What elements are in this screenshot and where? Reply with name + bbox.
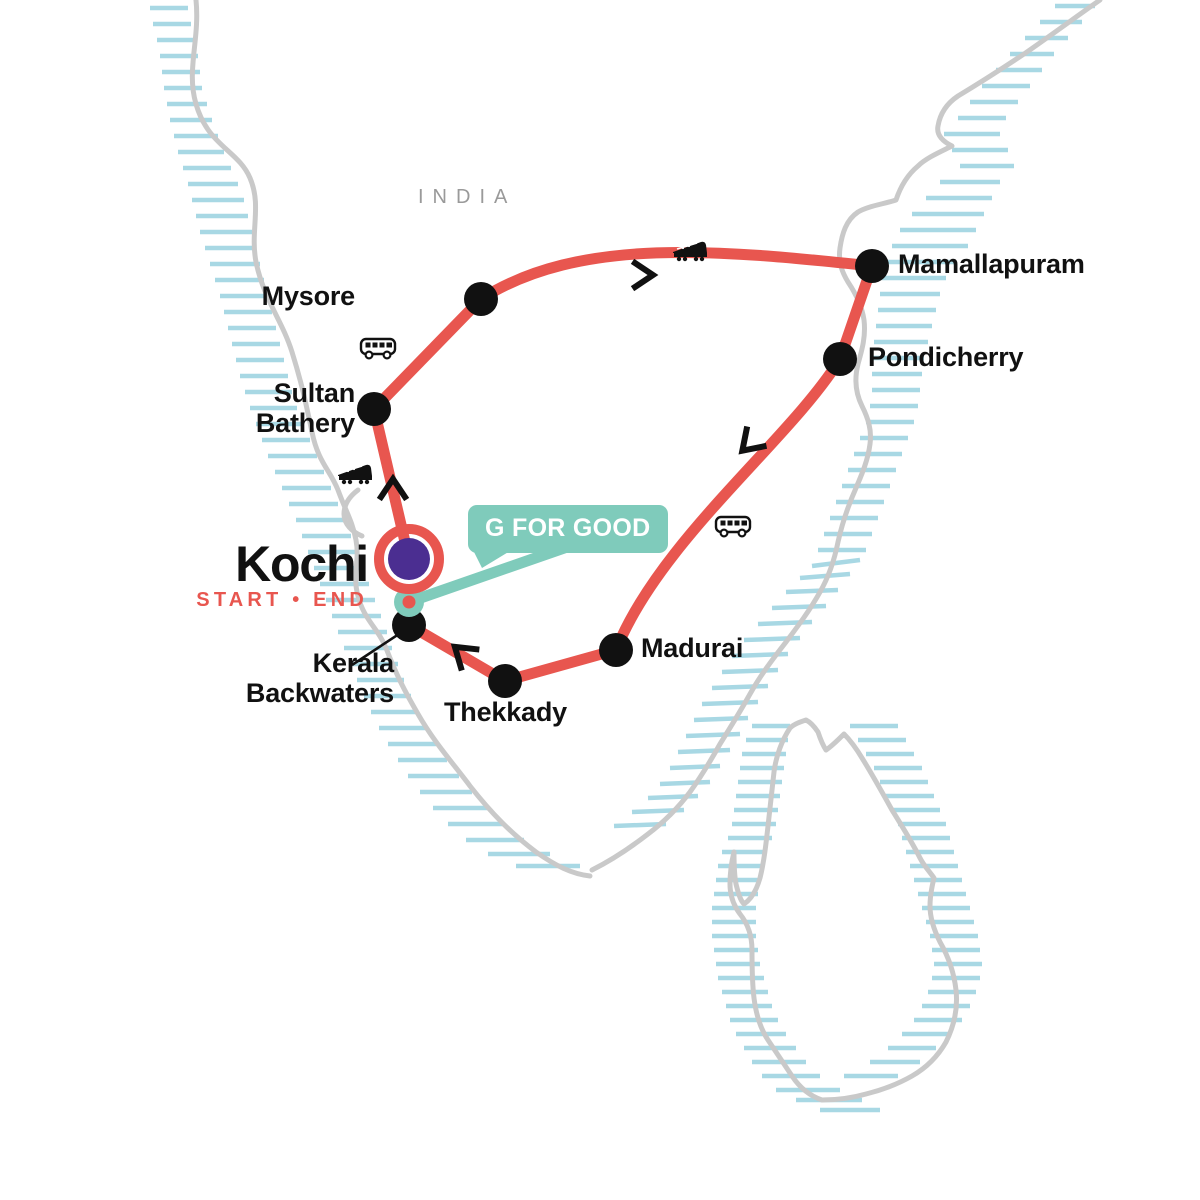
- g-for-good-badge-label: G FOR GOOD: [485, 514, 651, 542]
- stop-label-kerala-backwaters: Kerala Backwaters: [246, 648, 394, 708]
- sea-hatch-west-coast: [150, 5, 580, 869]
- transport-icon-train-mysore-mamallapuram: [672, 241, 708, 263]
- kerala-backwaters-leader: [351, 630, 403, 667]
- stop-marker-mysore[interactable]: [464, 282, 498, 316]
- stop-marker-mamallapuram[interactable]: [855, 249, 889, 283]
- transport-icon-bus-mysore-sultan: [359, 337, 397, 360]
- stop-label-thekkady: Thekkady: [444, 697, 567, 727]
- coastline-lake-inset: [341, 487, 365, 539]
- stop-label-pondicherry: Pondicherry: [868, 342, 1024, 372]
- stop-marker-pondicherry[interactable]: [823, 342, 857, 376]
- stop-markers: [357, 249, 889, 698]
- start-end-label-kochi: Kochi: [235, 536, 369, 592]
- stop-label-kerala-backwaters-line2: Backwaters: [245, 678, 394, 709]
- direction-arrows: [376, 258, 768, 672]
- g-for-good-stop-marker[interactable]: [394, 587, 424, 617]
- stop-label-mamallapuram: Mamallapuram: [898, 249, 1085, 279]
- tour-route-line: [368, 246, 878, 687]
- stop-marker-kerala-backwaters[interactable]: [392, 608, 426, 642]
- stop-label-madurai: Madurai: [641, 633, 744, 663]
- stop-label-sultan-bathery-line2: Bathery: [255, 408, 355, 439]
- stop-label-kerala-backwaters-line1: Kerala: [312, 648, 395, 678]
- coastline-india-east: [589, 0, 1103, 873]
- stop-label-mysore: Mysore: [261, 281, 356, 311]
- start-end-sublabel: START • END: [196, 589, 368, 611]
- stop-label-sultan-bathery-line1: Sultan: [273, 378, 356, 408]
- start-end-marker-kochi[interactable]: [374, 524, 444, 594]
- coastline-sri-lanka: [727, 717, 959, 1103]
- stop-marker-sultan-bathery[interactable]: [357, 392, 391, 426]
- stop-marker-thekkady[interactable]: [488, 664, 522, 698]
- sea-hatch-east-coast: [613, 3, 1095, 829]
- g-for-good-connector: [403, 541, 573, 608]
- country-label: INDIA: [418, 186, 517, 208]
- stop-label-sultan-bathery: Sultan Bathery: [256, 378, 355, 438]
- g-for-good-badge[interactable]: G FOR GOOD: [468, 505, 668, 553]
- sea-hatch-sri-lanka: [712, 723, 982, 1113]
- coastline-india-west: [189, 0, 593, 879]
- stop-marker-madurai[interactable]: [599, 633, 633, 667]
- transport-icon-bus-pondicherry-madurai: [714, 515, 752, 538]
- transport-icon-train-sultan-kochi: [337, 463, 373, 486]
